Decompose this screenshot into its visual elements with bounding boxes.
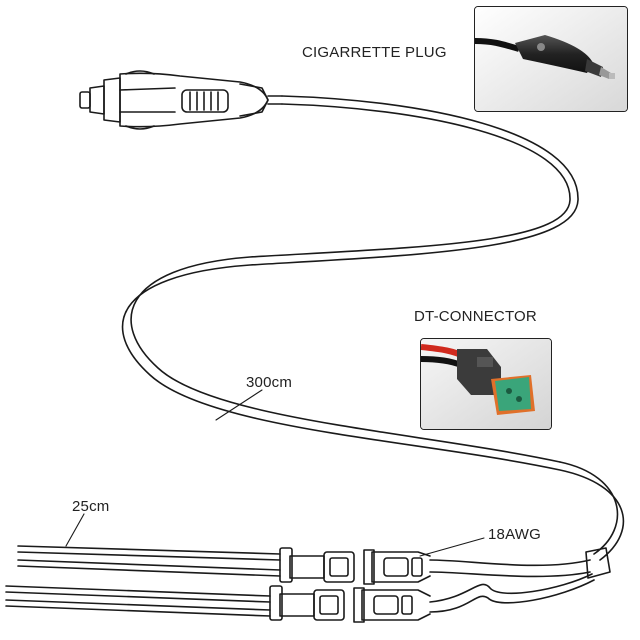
cable-length-300-label: 300cm <box>246 374 293 391</box>
dt-connector-pair-upper <box>279 547 431 585</box>
label-leader-lines <box>65 389 485 557</box>
wire-gauge-label: 18AWG <box>488 526 541 543</box>
split-sleeve <box>585 547 611 579</box>
dt-connector-photo <box>420 338 552 430</box>
dt-connector-label: DT-CONNECTOR <box>414 308 537 325</box>
main-cable <box>121 95 625 561</box>
cigarette-plug-label: CIGARRETTE PLUG <box>302 44 447 61</box>
cigarette-plug-drawing <box>79 70 283 130</box>
cigarette-plug-photo <box>474 6 628 112</box>
lead-wires <box>5 545 281 617</box>
split-branches <box>429 559 595 613</box>
dt-connector-pair-lower <box>269 585 431 623</box>
cable-length-25-label: 25cm <box>72 498 110 515</box>
